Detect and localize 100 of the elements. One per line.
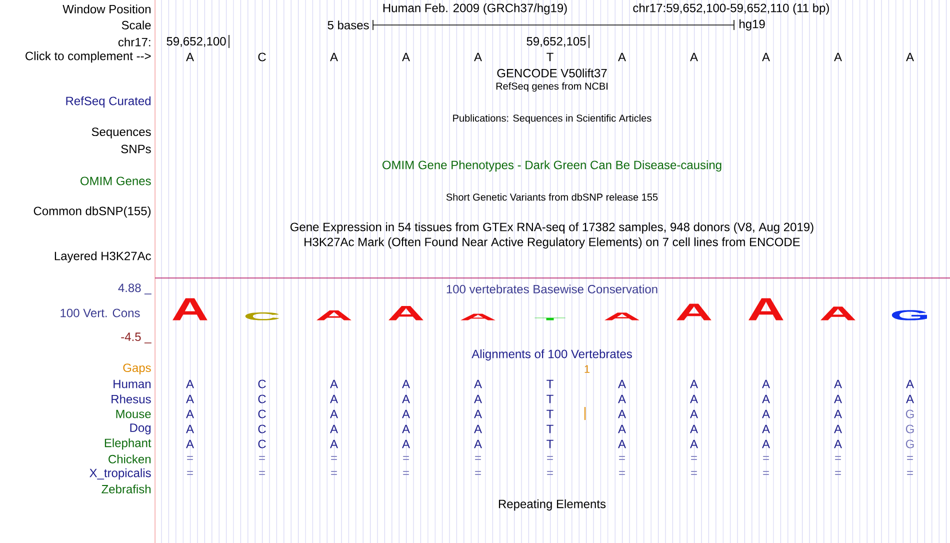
base-letter: A xyxy=(618,380,626,388)
base-letter: A xyxy=(834,410,842,418)
track-label: Window Position xyxy=(62,4,150,14)
base-letter: A xyxy=(618,410,626,418)
base-letter: A xyxy=(330,380,338,388)
gap-symbol: = xyxy=(259,456,265,460)
base-letter: A xyxy=(186,380,194,388)
track-title: Gene Expression in 54 tissues from GTEx RNA-seq of 17382 samples, 948 donors (V8, Aug 2019) xyxy=(290,222,814,234)
gap-symbol: = xyxy=(835,471,841,475)
track-label: Scale xyxy=(122,20,151,30)
conservation-letter: A xyxy=(604,312,640,320)
base-letter: G xyxy=(906,424,914,434)
conservation-letter: A xyxy=(748,298,784,320)
base-letter: A xyxy=(330,52,338,62)
base-letter: A xyxy=(762,380,770,388)
gap-symbol: = xyxy=(547,456,553,460)
scale-label: hg19 xyxy=(740,19,765,31)
axis-value: -4.5 _ xyxy=(121,332,152,344)
base-letter: A xyxy=(906,380,914,388)
base-letter: T xyxy=(546,410,554,418)
gap-symbol: = xyxy=(763,456,769,460)
base-letter: T xyxy=(546,52,554,62)
conservation-letter: A xyxy=(676,304,712,320)
base-letter: T xyxy=(546,394,554,404)
base-letter: A xyxy=(402,394,410,404)
base-letter: A xyxy=(474,394,482,404)
gap-symbol: = xyxy=(259,471,265,475)
gap-symbol: = xyxy=(331,471,337,475)
gap-symbol: = xyxy=(403,456,409,460)
track-title: Publications: Sequences in Scientific Articles xyxy=(453,114,652,124)
gap-symbol: = xyxy=(835,456,841,460)
base-letter: G xyxy=(906,410,914,418)
base-letter: A xyxy=(402,424,410,434)
track-title: Short Genetic Variants from dbSNP release 155 xyxy=(446,193,658,201)
base-letter: C xyxy=(258,424,266,434)
gap-symbol: = xyxy=(331,456,337,460)
track-title: H3K27Ac Mark (Often Found Near Active Regulatory Elements) on 7 cell lines from ENCODE xyxy=(304,237,800,249)
base-letter: C xyxy=(258,52,266,62)
base-letter: A xyxy=(330,424,338,434)
window-position: Human Feb. 2009 (GRCh37/hg19) xyxy=(383,3,567,15)
base-letter: A xyxy=(474,410,482,418)
base-letter: C xyxy=(258,380,266,388)
species-label: X_tropicalis xyxy=(90,468,151,480)
base-letter: A xyxy=(618,394,626,404)
base-letter: A xyxy=(186,440,194,448)
base-letter: A xyxy=(690,394,698,404)
track-label: 100 Vert. Cons xyxy=(60,308,140,318)
axis-value: 4.88 _ xyxy=(118,284,152,294)
base-letter: A xyxy=(474,440,482,448)
track-title: 100 vertebrates Basewise Conservation xyxy=(446,284,658,294)
gap-symbol: = xyxy=(619,471,625,475)
position-number: 59,652,100 xyxy=(166,37,226,47)
base-letter: A xyxy=(186,410,194,418)
track-title: Alignments of 100 Vertebrates xyxy=(472,349,632,361)
track-label: RefSeq Curated xyxy=(66,96,150,108)
base-letter: T xyxy=(546,440,554,448)
base-letter: A xyxy=(834,424,842,434)
base-letter: A xyxy=(834,52,842,62)
species-label: Human xyxy=(114,380,151,388)
base-letter: C xyxy=(258,394,266,404)
base-letter: A xyxy=(906,394,914,404)
conservation-letter: A xyxy=(316,310,352,320)
gap-symbol: = xyxy=(907,456,913,460)
track-title: RefSeq genes from NCBI xyxy=(496,82,608,92)
base-letter: A xyxy=(834,380,842,388)
conservation-letter: A xyxy=(172,298,208,320)
base-letter: A xyxy=(402,440,410,448)
position-number: 59,652,105 xyxy=(526,37,586,47)
gap-symbol: = xyxy=(547,471,553,475)
track-label: Common dbSNP(155) xyxy=(34,206,151,218)
scale-label: 5 bases xyxy=(328,20,369,30)
base-letter: A xyxy=(690,410,698,418)
base-letter: A xyxy=(330,410,338,418)
base-letter: T xyxy=(546,424,554,434)
gap-symbol: = xyxy=(403,471,409,475)
base-letter: A xyxy=(834,440,842,448)
gap-symbol: = xyxy=(187,456,193,460)
conservation-letter: C xyxy=(245,312,280,320)
species-label: Zebrafish xyxy=(102,484,151,494)
base-letter: A xyxy=(690,440,698,448)
gap-symbol: = xyxy=(691,471,697,475)
base-letter: A xyxy=(402,410,410,418)
track-label: Gaps xyxy=(123,364,151,374)
gap-count: 1 xyxy=(584,365,590,373)
base-letter: A xyxy=(762,394,770,404)
conservation-letter: G xyxy=(892,310,927,320)
gap-symbol: = xyxy=(907,471,913,475)
base-letter: A xyxy=(690,380,698,388)
base-letter: A xyxy=(762,440,770,448)
track-label: Sequences xyxy=(92,128,151,138)
conservation-letter: A xyxy=(820,306,856,320)
base-letter: A xyxy=(402,52,410,62)
track-label: Layered H3K27Ac xyxy=(54,251,151,263)
track-label: OMIM Genes xyxy=(80,176,151,186)
base-letter: A xyxy=(762,410,770,418)
track-label: SNPs xyxy=(121,144,151,154)
base-letter: A xyxy=(330,394,338,404)
window-position: chr17:59,652,100-59,652,110 (11 bp) xyxy=(633,3,829,15)
track-label: chr17: xyxy=(118,38,150,46)
gap-symbol: = xyxy=(475,471,481,475)
